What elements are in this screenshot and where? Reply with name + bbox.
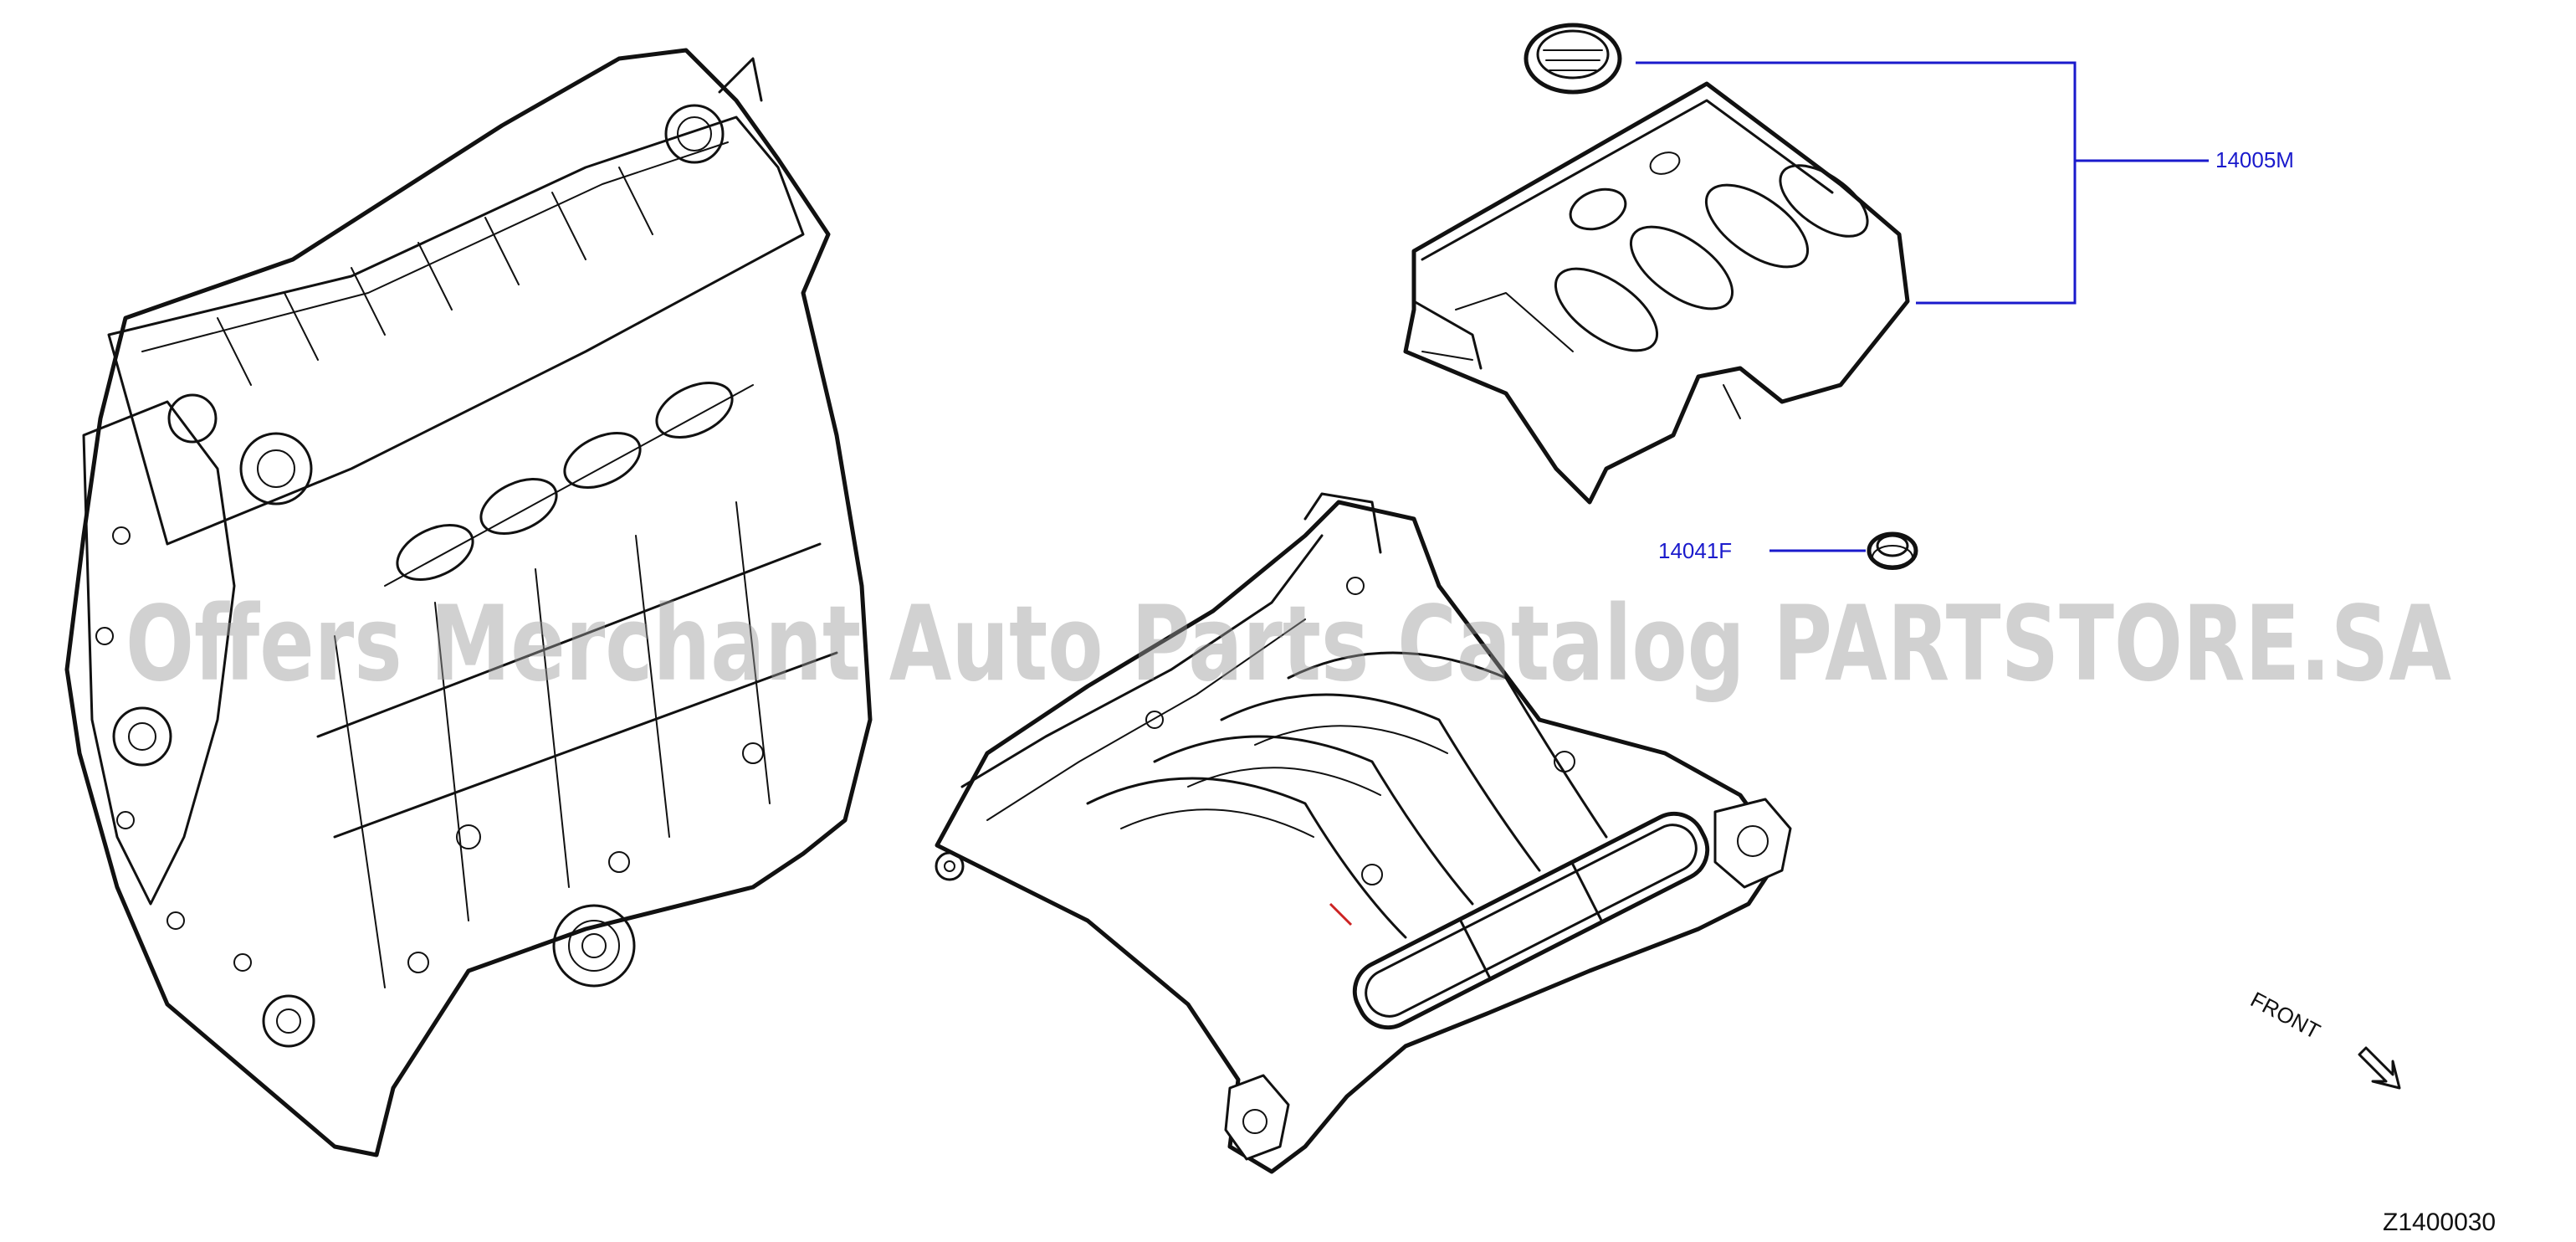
callout-14041f: 14041F xyxy=(1658,538,1866,563)
part-number-label[interactable]: 14005M xyxy=(2215,147,2294,172)
intake-manifold-illustration xyxy=(935,492,1792,1174)
callout-14005m: 14005M xyxy=(1636,61,2294,305)
engine-cover-illustration xyxy=(1403,81,1910,505)
grommet-illustration xyxy=(1867,531,1918,570)
diagram-code: Z1400030 xyxy=(2383,1209,2496,1236)
front-arrow-icon xyxy=(2358,1046,2401,1090)
front-label: FRONT xyxy=(2246,987,2324,1044)
oil-cap-illustration xyxy=(1524,23,1622,95)
engine-block-illustration xyxy=(64,48,873,1157)
part-number-label[interactable]: 14041F xyxy=(1658,538,1732,563)
front-orientation-indicator: FRONT xyxy=(2246,987,2401,1090)
watermark-text: Offers Merchant Auto Parts Catalog PARTS… xyxy=(125,584,2451,705)
